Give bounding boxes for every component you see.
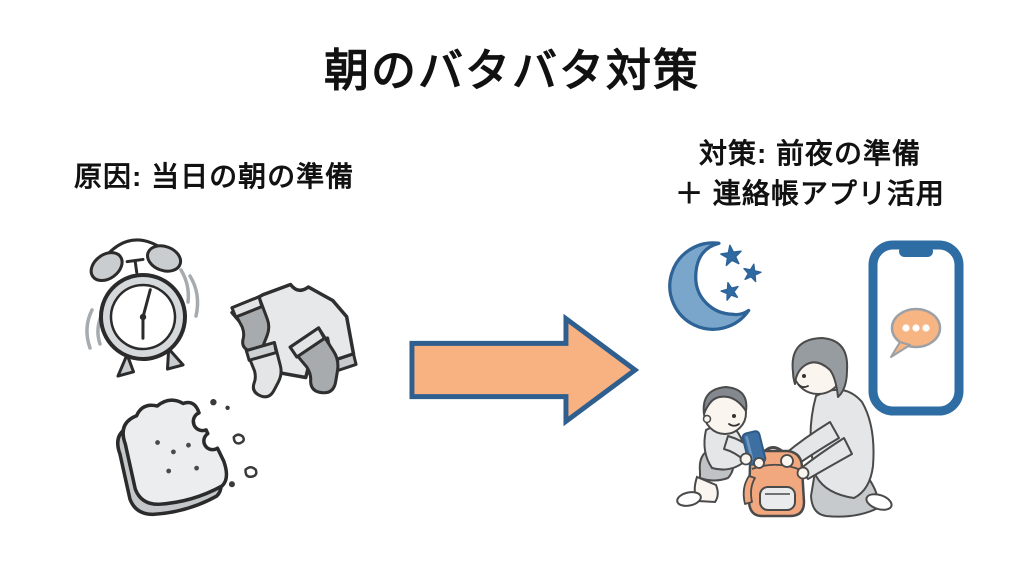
moon-stars-icon: [662, 230, 777, 338]
solution-label: 対策: 前夜の準備 ＋ 連絡帳アプリ活用: [645, 134, 975, 214]
phone-chat-icon: [866, 240, 966, 416]
slide-title: 朝のバタバタ対策: [323, 45, 700, 96]
alarm-clock-icon: [78, 232, 208, 382]
bread-icon: [105, 386, 265, 534]
solution-label-line1: 対策: 前夜の準備: [698, 138, 922, 169]
arrow-right-icon: [408, 310, 640, 430]
cause-label: 原因: 当日の朝の準備: [74, 161, 355, 192]
parent-child-packing-icon: [666, 326, 914, 564]
solution-label-line2: ＋ 連絡帳アプリ活用: [675, 178, 945, 209]
clothes-socks-icon: [198, 266, 390, 434]
